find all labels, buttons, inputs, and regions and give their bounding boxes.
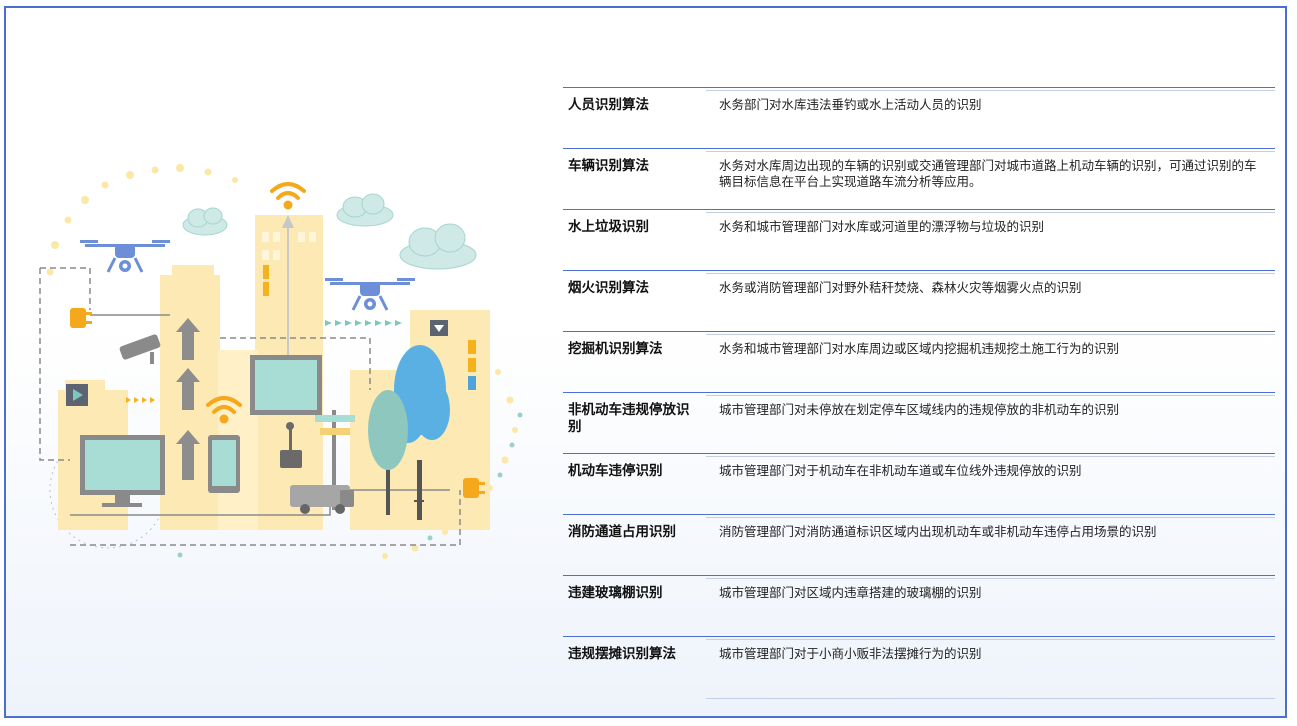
algorithm-name: 机动车违停识别 (568, 463, 663, 479)
row-divider-light (706, 456, 1275, 457)
row-divider (563, 331, 1275, 332)
row-divider-light (706, 639, 1275, 640)
cloud-icon (336, 193, 394, 227)
sensor-device-icon (280, 422, 302, 468)
row-divider-light (706, 273, 1275, 274)
row-divider (563, 636, 1275, 637)
play-icon (73, 389, 83, 401)
algorithm-description: 水务或消防管理部门对野外秸秆焚烧、森林火灾等烟雾火点的识别 (719, 280, 1082, 295)
table-row: 违规摆摊识别算法 城市管理部门对于小商小贩非法摆摊行为的识别 (563, 636, 1275, 697)
table-row: 消防通道占用识别 消防管理部门对消防通道标识区域内出现机动车或非机动车违停占用场景… (563, 514, 1275, 575)
table-row: 车辆识别算法 水务对水库周边出现的车辆的识别或交通管理部门对城市道路上机动车辆的识… (563, 148, 1275, 209)
row-divider (563, 575, 1275, 576)
van-icon (290, 485, 354, 514)
algorithm-name: 非机动车违规停放识别 (568, 402, 690, 435)
teal-dots (177, 412, 523, 558)
algorithm-name: 违建玻璃棚识别 (568, 585, 663, 601)
monitor-icon (80, 435, 165, 507)
cctv-camera-icon (119, 334, 161, 364)
algorithm-name: 车辆识别算法 (568, 158, 649, 174)
row-divider-light (706, 334, 1275, 335)
smart-city-illustration (39, 164, 523, 559)
cloud-icon (182, 207, 228, 236)
algorithm-description: 水务和城市管理部门对水库或河道里的漂浮物与垃圾的识别 (719, 219, 1045, 234)
wifi-icon (206, 396, 242, 424)
row-divider-light (706, 578, 1275, 579)
algorithm-description: 城市管理部门对于小商小贩非法摆摊行为的识别 (719, 646, 982, 661)
tower-signal-line (282, 215, 294, 372)
drone-icon (325, 278, 415, 311)
row-divider-light (706, 212, 1275, 213)
algorithm-name: 违规摆摊识别算法 (568, 646, 676, 662)
algorithm-name: 人员识别算法 (568, 97, 649, 113)
row-divider (563, 453, 1275, 454)
dotted-halo (46, 164, 518, 559)
algorithm-description: 城市管理部门对未停放在划定停车区域线内的违规停放的非机动车的识别 (719, 402, 1120, 417)
algorithm-name: 挖掘机识别算法 (568, 341, 663, 357)
row-divider (563, 148, 1275, 149)
table-row: 挖掘机识别算法 水务和城市管理部门对水库周边或区域内挖掘机违规挖土施工行为的识别 (563, 331, 1275, 392)
algorithm-description: 城市管理部门对区域内违章搭建的玻璃棚的识别 (719, 585, 982, 600)
table-row: 机动车违停识别 城市管理部门对于机动车在非机动车道或车位线外违规停放的识别 (563, 453, 1275, 514)
data-flow-arrows (126, 397, 155, 403)
table-row: 违建玻璃棚识别 城市管理部门对区域内违章搭建的玻璃棚的识别 (563, 575, 1275, 636)
algorithm-description: 城市管理部门对于机动车在非机动车道或车位线外违规停放的识别 (719, 463, 1082, 478)
row-divider (563, 392, 1275, 393)
chevron-down-icon (434, 325, 444, 332)
cloud-icon (399, 223, 477, 270)
row-divider-light (706, 395, 1275, 396)
tablet-icon (208, 435, 240, 493)
table-row: 人员识别算法 水务部门对水库违法垂钓或水上活动人员的识别 (563, 87, 1275, 148)
plug-icon (70, 308, 92, 328)
tower-windows (262, 232, 316, 260)
row-divider-light (706, 90, 1275, 91)
drone-icon (80, 240, 170, 273)
algorithm-description: 水务和城市管理部门对水库周边或区域内挖掘机违规挖土施工行为的识别 (719, 341, 1120, 356)
tree-icon (368, 390, 408, 515)
table-row: 水上垃圾识别 水务和城市管理部门对水库或河道里的漂浮物与垃圾的识别 (563, 209, 1275, 270)
algorithm-name: 消防通道占用识别 (568, 524, 676, 540)
algorithm-name: 水上垃圾识别 (568, 219, 649, 235)
table-row: 非机动车违规停放识别 城市管理部门对未停放在划定停车区域线内的违规停放的非机动车的… (563, 392, 1275, 453)
algorithm-name: 烟火识别算法 (568, 280, 649, 296)
table-bottom-divider (706, 698, 1275, 699)
row-divider (563, 209, 1275, 210)
algorithm-description: 消防管理部门对消防通道标识区域内出现机动车或非机动车违停占用场景的识别 (719, 524, 1157, 539)
row-divider (563, 514, 1275, 515)
status-lights (468, 340, 476, 390)
plug-icon (463, 478, 485, 498)
window-light (263, 265, 269, 279)
algorithm-description: 水务对水库周边出现的车辆的识别或交通管理部门对城市道路上机动车辆的识别，可通过识… (719, 158, 1257, 189)
data-flow-arrows (325, 320, 402, 326)
row-divider (563, 270, 1275, 271)
table-row: 烟火识别算法 水务或消防管理部门对野外秸秆焚烧、森林火灾等烟雾火点的识别 (563, 270, 1275, 331)
arrow-up-icon (176, 318, 200, 480)
signpost-icon (315, 410, 355, 510)
window-light (263, 282, 269, 296)
row-divider (563, 87, 1275, 88)
algorithm-table: 人员识别算法 水务部门对水库违法垂钓或水上活动人员的识别车辆识别算法 水务对水库周边… (563, 87, 1275, 699)
row-divider-light (706, 517, 1275, 518)
wifi-icon (270, 182, 306, 210)
row-divider-light (706, 151, 1275, 152)
algorithm-description: 水务部门对水库违法垂钓或水上活动人员的识别 (719, 97, 982, 112)
monitor-icon (250, 355, 322, 415)
